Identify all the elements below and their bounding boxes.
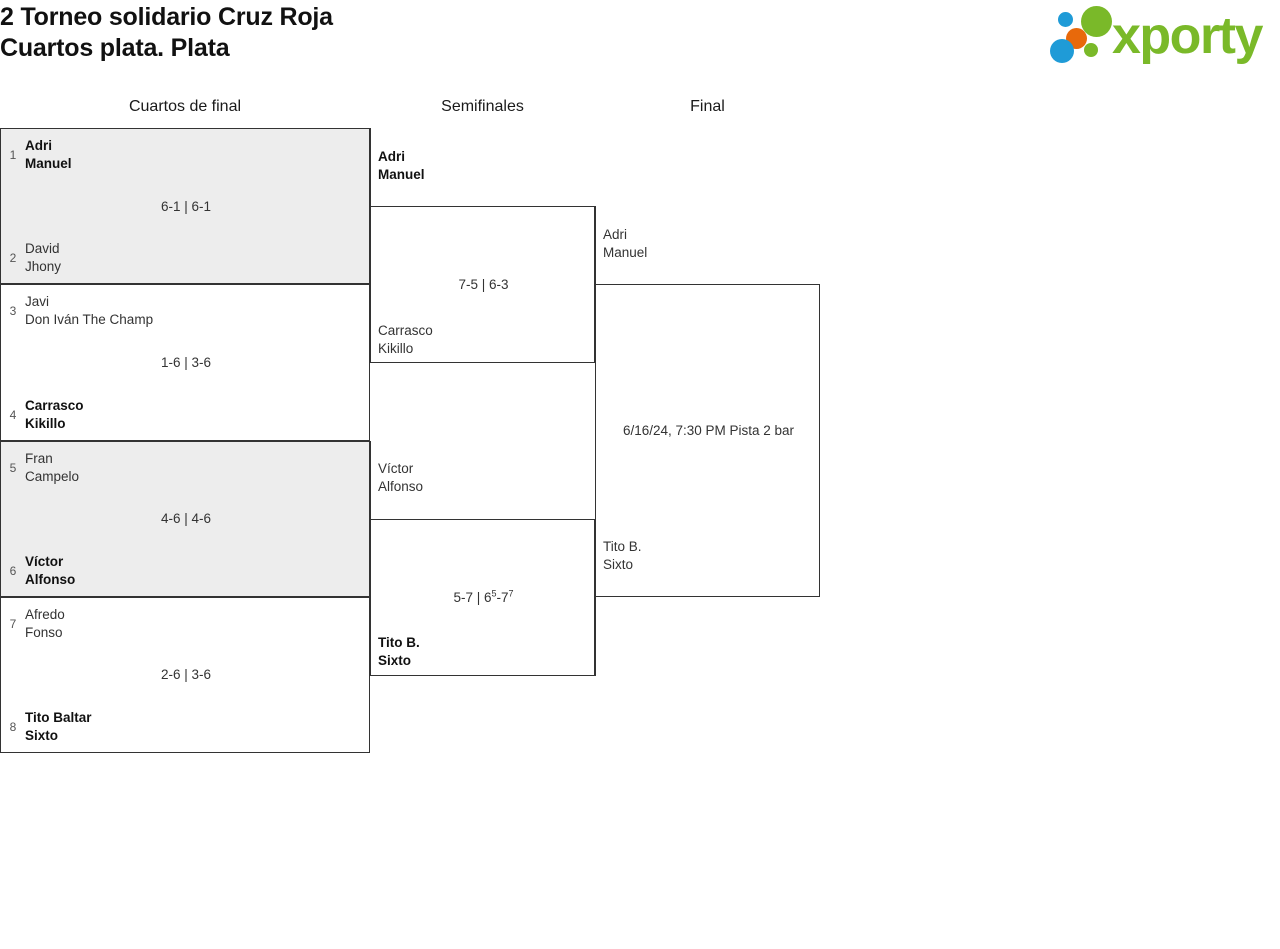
logo-dot-blue-small — [1058, 12, 1073, 27]
xporty-logo[interactable]: xporty — [1048, 6, 1276, 68]
seed-number: 5 — [9, 461, 17, 475]
round-header-quarterfinals: Cuartos de final — [128, 98, 242, 115]
competitor-names: Fran Campelo — [25, 451, 80, 484]
competitor-names: Víctor Alfonso — [25, 554, 76, 587]
competitor-slot-top[interactable]: 5 Fran Campelo — [1, 448, 361, 488]
seed-number: 2 — [9, 251, 17, 265]
match-final[interactable]: 6/16/24, 7:30 PM Pista 2 bar — [595, 284, 820, 597]
match-semifinal-2[interactable]: 5-7 | 65-77 — [370, 519, 595, 676]
competitor-names: Tito Baltar Sixto — [25, 710, 92, 743]
round-header-final: Final — [690, 98, 725, 115]
competitor-slot-bottom[interactable]: 2 David Jhony — [1, 238, 361, 278]
competitor-slot-top[interactable]: 1 Adri Manuel — [1, 135, 361, 175]
competitor-names: Tito B. Sixto — [603, 539, 642, 572]
competitor-slot-top[interactable]: 3 Javi Don Iván The Champ — [1, 291, 361, 331]
competitor-names: Afredo Fonso — [25, 607, 65, 640]
competitor-slot-bottom[interactable]: 4 Carrasco Kikillo — [1, 395, 361, 435]
competitor-names: David Jhony — [25, 241, 62, 274]
match-score: 4-6 | 4-6 — [160, 511, 212, 526]
score-sets-pre: 5-7 | 6 — [453, 590, 492, 605]
match-semifinal-1[interactable]: 7-5 | 6-3 — [370, 206, 595, 363]
semifinal-1-competitor-top[interactable]: Adri Manuel — [370, 146, 595, 186]
competitor-slot-bottom[interactable]: 6 Víctor Alfonso — [1, 551, 361, 591]
logo-dots-icon — [1048, 6, 1120, 64]
round-header-semifinals: Semifinales — [441, 98, 524, 115]
semifinal-2-competitor-bottom[interactable]: Tito B. Sixto — [370, 632, 595, 672]
match-score: 1-6 | 3-6 — [160, 355, 212, 370]
match-quarterfinal-3[interactable]: 5 Fran Campelo 4-6 | 4-6 6 Víctor Alfons… — [0, 441, 370, 597]
logo-wordmark: xporty — [1112, 7, 1263, 65]
competitor-names: Adri Manuel — [25, 138, 72, 171]
competitor-names: Adri Manuel — [603, 227, 648, 260]
logo-dot-green-large — [1081, 6, 1112, 37]
competitor-slot-bottom[interactable]: 8 Tito Baltar Sixto — [1, 707, 361, 747]
match-score: 5-7 | 65-77 — [371, 589, 596, 607]
final-competitor-bottom[interactable]: Tito B. Sixto — [595, 536, 820, 576]
competitor-names: Víctor Alfonso — [378, 461, 424, 494]
match-score: 7-5 | 6-3 — [458, 277, 509, 292]
page-title: 2 Torneo solidario Cruz Roja Cuartos pla… — [0, 2, 333, 64]
match-quarterfinal-1[interactable]: 1 Adri Manuel 6-1 | 6-1 2 David Jhony — [0, 128, 370, 284]
seed-number: 3 — [9, 304, 17, 318]
tournament-bracket: 1 Adri Manuel 6-1 | 6-1 2 David Jhony 3 … — [0, 128, 860, 768]
score-sets-mid: -7 — [496, 590, 509, 605]
score-tiebreak-2: 7 — [508, 588, 514, 599]
competitor-names: Tito B. Sixto — [378, 635, 420, 668]
page-header: 2 Torneo solidario Cruz Roja Cuartos pla… — [0, 0, 1280, 90]
score-tiebreak-1: 5 — [491, 588, 497, 599]
seed-number: 7 — [9, 617, 17, 631]
competitor-names: Carrasco Kikillo — [378, 323, 433, 356]
match-score: 6-1 | 6-1 — [160, 199, 212, 214]
match-quarterfinal-4[interactable]: 7 Afredo Fonso 2-6 | 3-6 8 Tito Baltar S… — [0, 597, 370, 753]
tournament-name: 2 Torneo solidario Cruz Roja — [0, 3, 333, 31]
match-schedule: 6/16/24, 7:30 PM Pista 2 bar — [622, 423, 795, 438]
competitor-names: Carrasco Kikillo — [25, 398, 84, 431]
seed-number: 6 — [9, 564, 17, 578]
semifinal-2-competitor-top[interactable]: Víctor Alfonso — [370, 458, 595, 498]
logo-dot-green-small — [1084, 43, 1098, 57]
tournament-phase: Cuartos plata. Plata — [0, 34, 230, 62]
semifinal-1-competitor-bottom[interactable]: Carrasco Kikillo — [370, 320, 595, 360]
match-score: 2-6 | 3-6 — [160, 667, 212, 682]
logo-dot-blue-large — [1050, 39, 1074, 63]
final-competitor-top[interactable]: Adri Manuel — [595, 224, 820, 264]
seed-number: 8 — [9, 720, 17, 734]
seed-number: 4 — [9, 408, 17, 422]
competitor-names: Adri Manuel — [378, 149, 425, 182]
seed-number: 1 — [9, 148, 17, 162]
competitor-slot-top[interactable]: 7 Afredo Fonso — [1, 604, 361, 644]
match-quarterfinal-2[interactable]: 3 Javi Don Iván The Champ 1-6 | 3-6 4 Ca… — [0, 284, 370, 441]
competitor-names: Javi Don Iván The Champ — [25, 294, 154, 327]
